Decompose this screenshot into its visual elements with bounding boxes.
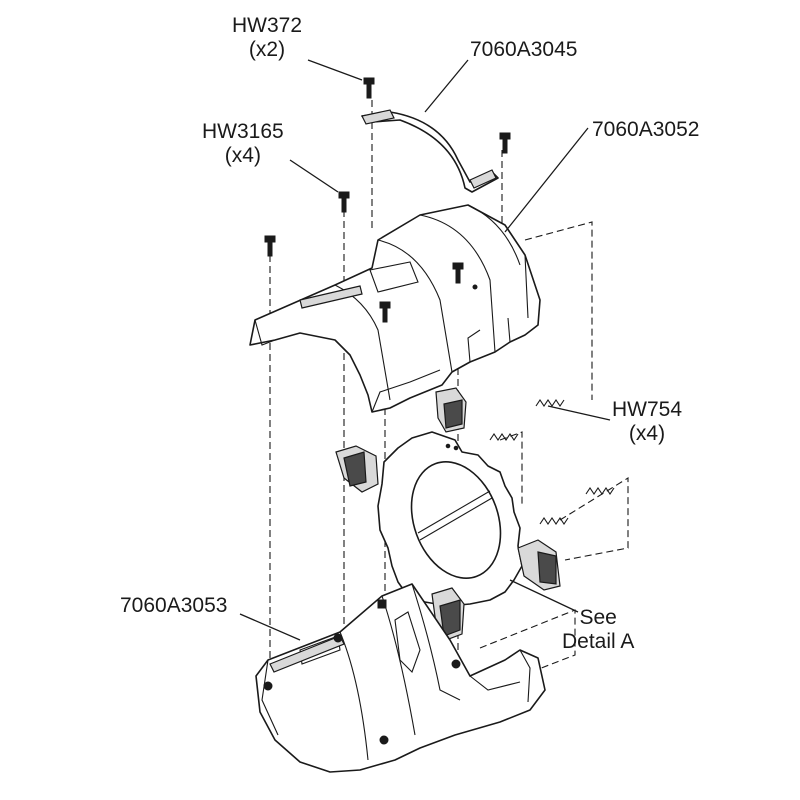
assembly-line xyxy=(559,477,629,561)
spring-icon xyxy=(489,433,519,441)
screw-icon xyxy=(499,132,511,154)
part-number: HW754 xyxy=(612,398,683,421)
part-quantity: (x2) xyxy=(248,38,286,61)
part-number: 7060A3052 xyxy=(592,118,700,141)
spring-icon xyxy=(585,487,615,495)
leader-lines xyxy=(239,59,611,641)
label-hw754: HW754 (x4) xyxy=(612,398,682,446)
part-number: HW3165 xyxy=(202,120,284,143)
shutter-plate xyxy=(377,431,523,607)
leader-line xyxy=(547,405,611,421)
strap-part xyxy=(361,109,499,193)
leader-line xyxy=(509,579,579,613)
label-7060a3052: 7060A3052 xyxy=(592,118,699,142)
upper-housing xyxy=(249,204,541,413)
leader-line xyxy=(239,613,301,641)
screw-icon xyxy=(338,191,350,213)
leader-line xyxy=(289,159,339,193)
assembly-line xyxy=(479,609,576,683)
part-number: 7060A3045 xyxy=(470,38,578,61)
housing-slot xyxy=(299,285,363,309)
spring-icon xyxy=(535,399,565,407)
part-number: 7060A3053 xyxy=(120,594,228,617)
leader-line xyxy=(424,59,469,113)
detail-line-1: See xyxy=(579,606,617,629)
label-hw372: HW372 (x2) xyxy=(232,14,302,62)
screw-icon xyxy=(379,301,391,323)
part-quantity: (x4) xyxy=(628,422,666,445)
label-7060a3053: 7060A3053 xyxy=(120,594,227,618)
screw-icon xyxy=(452,262,464,284)
label-hw3165: HW3165 (x4) xyxy=(202,120,284,168)
leader-line xyxy=(307,59,363,81)
screw-icon xyxy=(363,77,375,99)
clip-icon xyxy=(517,539,561,591)
part-quantity: (x4) xyxy=(224,144,261,167)
screws xyxy=(264,77,511,323)
assembly-line xyxy=(524,221,593,400)
screw-icon xyxy=(264,235,276,257)
assembly-line xyxy=(499,431,523,505)
leader-line xyxy=(504,127,589,233)
clip-icon xyxy=(335,445,379,493)
clip-icon xyxy=(435,387,467,433)
label-see-detail-a: See Detail A xyxy=(562,606,634,654)
detail-line-2: Detail A xyxy=(562,630,635,653)
lower-housing xyxy=(255,583,546,773)
label-7060a3045: 7060A3045 xyxy=(470,38,577,62)
spring-icon xyxy=(539,517,569,525)
part-number: HW372 xyxy=(232,14,303,37)
springs xyxy=(489,399,615,525)
